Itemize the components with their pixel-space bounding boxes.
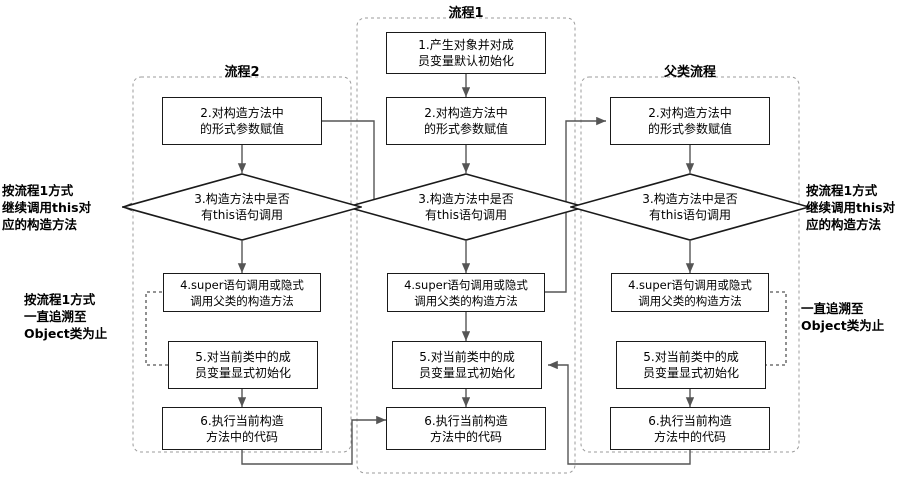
node-mid-2[interactable]: 2.对构造方法中 的形式参数赋值 xyxy=(386,97,546,145)
group-title-flow1: 流程1 xyxy=(448,6,484,21)
node-right-4-label: 4.super语句调用或隐式 调用父类的构造方法 xyxy=(628,277,752,308)
node-mid-3-label: 3.构造方法中是否 有this语句调用 xyxy=(418,192,514,222)
node-right-2[interactable]: 2.对构造方法中 的形式参数赋值 xyxy=(610,97,770,145)
node-mid-4-label: 4.super语句调用或隐式 调用父类的构造方法 xyxy=(404,277,528,308)
node-right-2-label: 2.对构造方法中 的形式参数赋值 xyxy=(647,106,732,136)
node-left-5[interactable]: 5.对当前类中的成 员变量显式初始化 xyxy=(168,341,318,389)
node-mid-4[interactable]: 4.super语句调用或隐式 调用父类的构造方法 xyxy=(387,273,545,312)
node-left-2-label: 2.对构造方法中 的形式参数赋值 xyxy=(199,106,284,136)
node-left-6-label: 6.执行当前构造 方法中的代码 xyxy=(200,413,284,444)
note-left-top: 按流程1方式 继续调用this对 应的构造方法 xyxy=(2,183,92,232)
node-left-5-label: 5.对当前类中的成 员变量显式初始化 xyxy=(194,350,291,380)
node-mid-3[interactable]: 3.构造方法中是否 有this语句调用 xyxy=(346,173,586,241)
group-title-parent: 父类流程 xyxy=(663,65,716,80)
note-right-bottom: 一直追溯至 Object类为止 xyxy=(801,301,885,333)
conn-left6-mid6 xyxy=(241,415,386,465)
node-right-4[interactable]: 4.super语句调用或隐式 调用父类的构造方法 xyxy=(611,273,769,312)
node-mid-2-label: 2.对构造方法中 的形式参数赋值 xyxy=(423,106,508,136)
group-title-flow2: 流程2 xyxy=(224,65,260,80)
node-mid-1[interactable]: 1.产生对象并对成 员变量默认初始化 xyxy=(386,32,546,74)
conn-right6-mid5 xyxy=(548,360,691,465)
node-left-2[interactable]: 2.对构造方法中 的形式参数赋值 xyxy=(162,97,322,145)
node-left-4-label: 4.super语句调用或隐式 调用父类的构造方法 xyxy=(180,277,304,308)
node-left-3-label: 3.构造方法中是否 有this语句调用 xyxy=(194,192,290,222)
note-left-bottom: 按流程1方式 一直追溯至 Object类为止 xyxy=(24,292,108,341)
note-right-top: 按流程1方式 继续调用this对 应的构造方法 xyxy=(806,183,896,232)
node-left-6[interactable]: 6.执行当前构造 方法中的代码 xyxy=(162,407,322,450)
node-right-3-label: 3.构造方法中是否 有this语句调用 xyxy=(642,192,738,222)
node-right-5-label: 5.对当前类中的成 员变量显式初始化 xyxy=(642,350,739,380)
node-left-3[interactable]: 3.构造方法中是否 有this语句调用 xyxy=(122,173,362,241)
node-mid-1-label: 1.产生对象并对成 员变量默认初始化 xyxy=(417,38,514,68)
node-mid-5-label: 5.对当前类中的成 员变量显式初始化 xyxy=(418,350,515,380)
node-mid-6[interactable]: 6.执行当前构造 方法中的代码 xyxy=(386,407,546,450)
node-right-6-label: 6.执行当前构造 方法中的代码 xyxy=(648,413,732,444)
node-right-6[interactable]: 6.执行当前构造 方法中的代码 xyxy=(610,407,770,450)
node-mid-6-label: 6.执行当前构造 方法中的代码 xyxy=(424,413,508,444)
node-right-5[interactable]: 5.对当前类中的成 员变量显式初始化 xyxy=(616,341,766,389)
node-right-3[interactable]: 3.构造方法中是否 有this语句调用 xyxy=(570,173,810,241)
group-box-flow1 xyxy=(356,17,576,474)
node-mid-5[interactable]: 5.对当前类中的成 员变量显式初始化 xyxy=(392,341,542,389)
node-left-4[interactable]: 4.super语句调用或隐式 调用父类的构造方法 xyxy=(163,273,321,312)
